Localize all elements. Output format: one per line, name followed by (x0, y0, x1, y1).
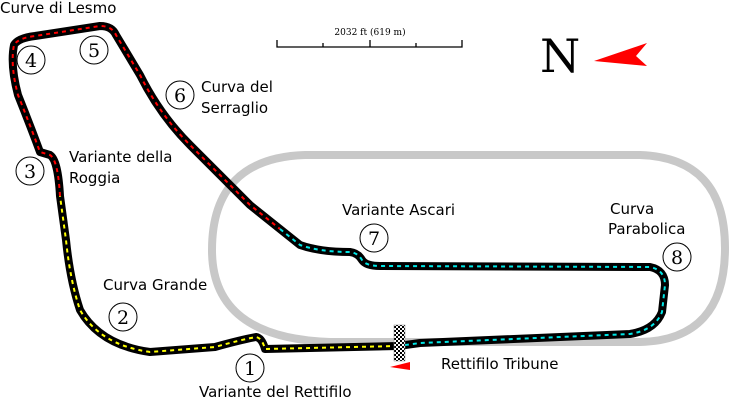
direction-arrow-icon (390, 362, 410, 370)
turn-7-number: 7 (368, 228, 380, 250)
turn-1-number: 1 (244, 358, 256, 380)
turn-5-marker (79, 35, 109, 65)
turn-5-number: 5 (88, 40, 100, 62)
turn-6-label-line2: Serraglio (201, 99, 268, 117)
turn-3-label-line2: Roggia (69, 169, 120, 187)
turn-6-number: 6 (174, 85, 186, 107)
turn-7-marker (359, 223, 389, 253)
turn-8-marker (662, 242, 692, 272)
turn-4-marker (16, 45, 46, 75)
turn-8-label-line2: Parabolica (608, 220, 685, 238)
turn-8-label-line1: Curva (610, 200, 654, 218)
turn-2-label: Curva Grande (103, 276, 207, 294)
turn-4-label: Curve di Lesmo (0, 0, 116, 17)
turn-3-number: 3 (24, 161, 36, 183)
straight-label: Rettifilo Tribune (441, 355, 559, 373)
scale-label: 2032 ft (619 m) (334, 27, 405, 38)
turn-2-marker (108, 302, 138, 332)
north-label: N (540, 29, 580, 83)
oval-track (207, 151, 729, 346)
turn-1-label: Variante del Rettifilo (199, 383, 352, 400)
turn-6-label-line1: Curva del (201, 78, 273, 96)
turn-3-label-line1: Variante della (69, 148, 172, 166)
scale-bar: 2032 ft (619 m) (276, 27, 463, 48)
turn-4-number: 4 (25, 50, 37, 72)
start-finish-flag (393, 324, 406, 362)
turn-1-marker (235, 353, 265, 383)
sector-1-dashes (59, 195, 399, 354)
north-arrow-icon (594, 43, 647, 66)
turn-8-number: 8 (671, 247, 683, 269)
sector-2-dashes (11, 24, 281, 230)
turn-3-marker (15, 156, 45, 186)
turn-6-marker (165, 80, 195, 110)
turn-7-label: Variante Ascari (342, 201, 455, 219)
sector-3-dashes (279, 228, 667, 347)
turn-2-number: 2 (117, 307, 129, 329)
